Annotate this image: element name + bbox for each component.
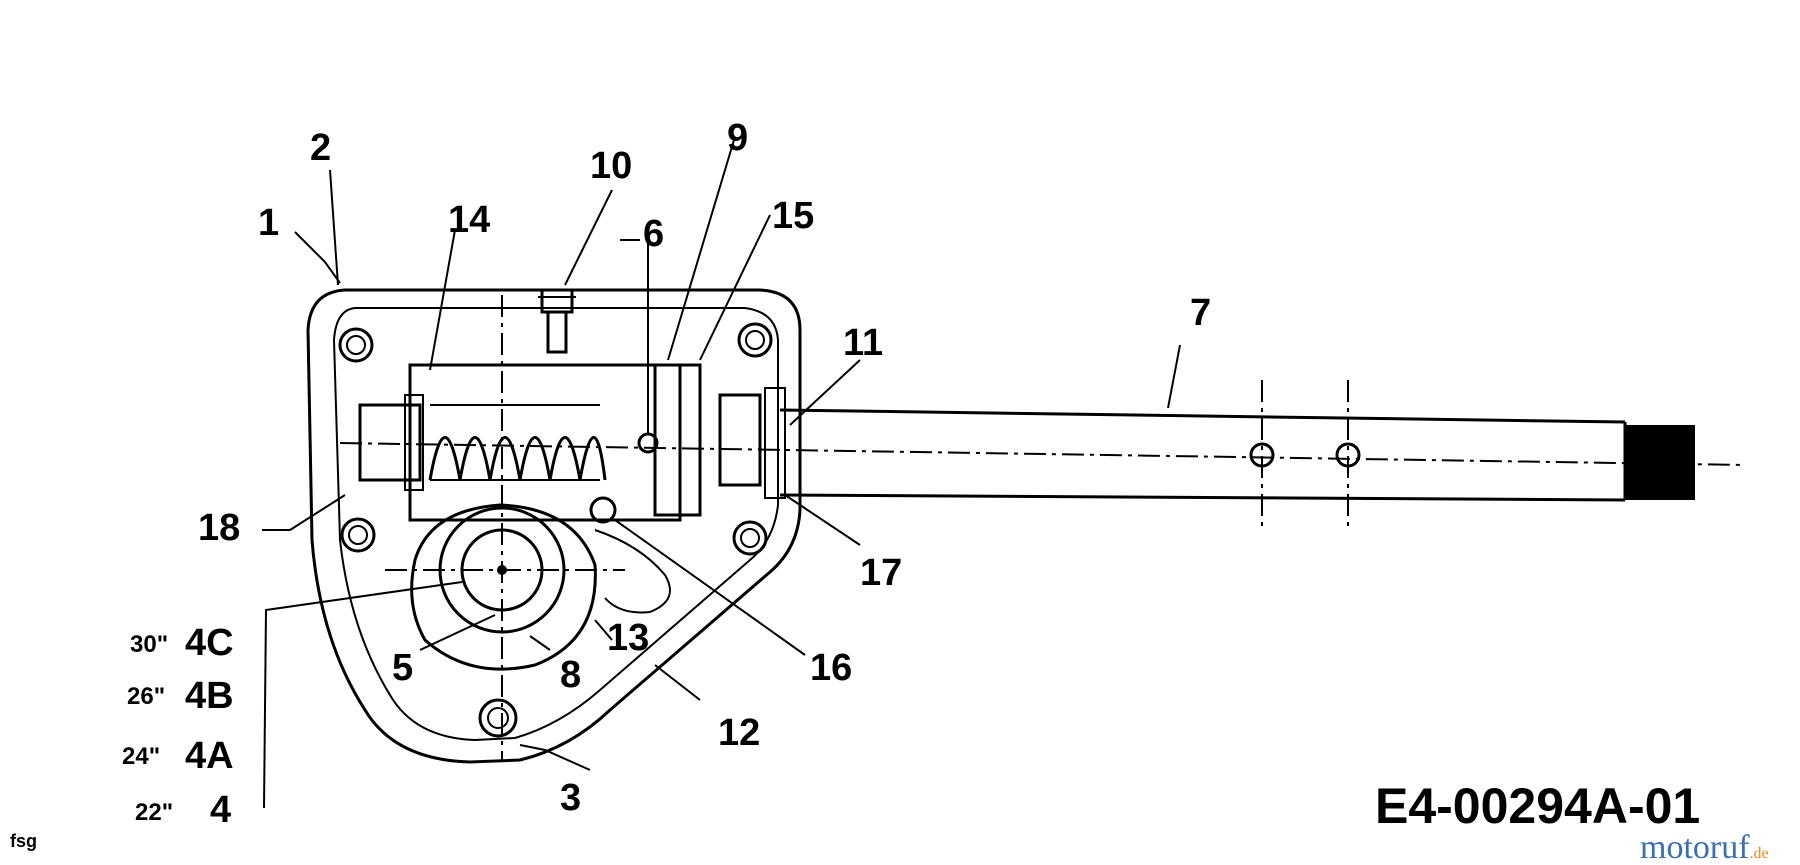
callout-9: 9 <box>727 117 748 159</box>
size-26: 26" <box>127 683 165 710</box>
size-22: 22" <box>135 799 173 826</box>
callout-4C: 4C <box>185 622 234 664</box>
callout-16: 16 <box>810 647 852 689</box>
callout-6: 6 <box>643 213 664 255</box>
callout-17: 17 <box>860 552 902 594</box>
callout-1: 1 <box>258 202 279 244</box>
watermark-tld: .de <box>1750 845 1769 862</box>
callout-11: 11 <box>843 322 883 364</box>
output-shaft <box>779 380 1695 530</box>
callout-10: 10 <box>590 145 632 187</box>
callout-2: 2 <box>310 127 331 169</box>
callout-14: 14 <box>448 199 490 241</box>
watermark-brand: motoruf <box>1640 829 1750 865</box>
worm-gear-assembly <box>358 363 786 524</box>
breather-plug <box>538 288 576 354</box>
size-designations: 22" 24" 26" 30" <box>122 631 173 826</box>
callout-18: 18 <box>198 507 240 549</box>
leader-lines <box>262 139 1181 809</box>
callout-12: 12 <box>718 712 760 754</box>
watermark-logo: motoruf.de <box>1640 829 1769 865</box>
callout-7: 7 <box>1190 292 1211 334</box>
corner-mark: fsg <box>10 831 37 851</box>
shaft-centerline <box>339 442 1746 466</box>
callout-labels: 1 2 3 4 4A 4B 4C 5 6 7 8 9 10 11 12 13 1… <box>185 117 1211 831</box>
callout-5: 5 <box>392 647 413 689</box>
callout-3: 3 <box>560 777 581 819</box>
worm-wheel <box>410 503 671 671</box>
callout-4: 4 <box>210 789 231 831</box>
gearbox-housing <box>306 288 802 764</box>
callout-13: 13 <box>607 617 649 659</box>
callout-15: 15 <box>772 195 814 237</box>
size-24: 24" <box>122 743 160 770</box>
callout-4B: 4B <box>185 675 234 717</box>
callout-8: 8 <box>560 654 581 696</box>
size-30: 30" <box>130 631 168 658</box>
callout-4A: 4A <box>185 735 234 777</box>
document-number: E4-00294A-01 <box>1375 778 1700 834</box>
